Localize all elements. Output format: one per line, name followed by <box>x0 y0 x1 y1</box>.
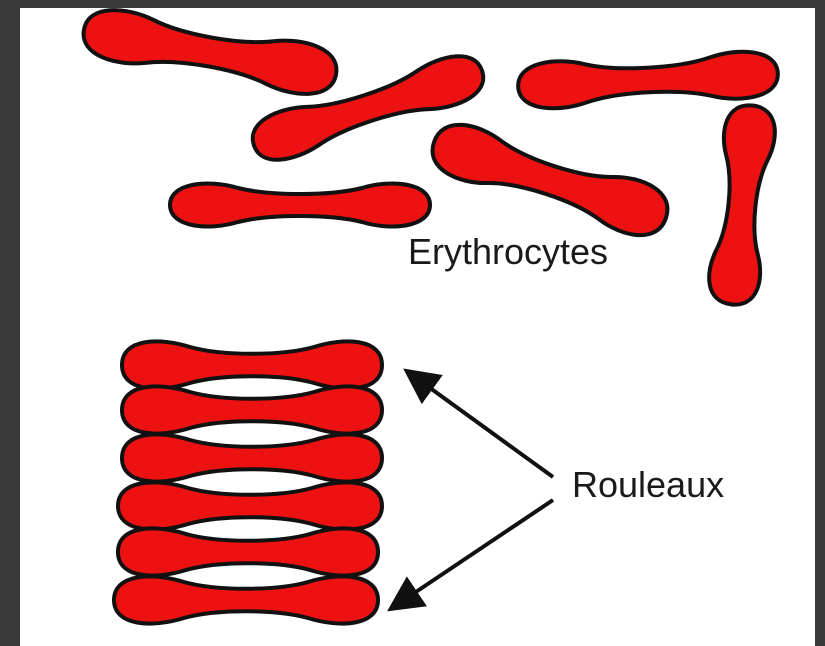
rouleaux-cell <box>114 576 378 623</box>
rouleaux-cell <box>122 434 382 481</box>
rouleaux-cell <box>118 528 378 575</box>
erythrocyte-cell <box>79 4 340 99</box>
rouleaux-cell <box>118 482 382 529</box>
rouleaux-stack <box>114 341 382 623</box>
rouleaux-cell <box>122 386 382 433</box>
rouleaux-cell <box>122 341 382 388</box>
erythrocytes-label: Erythrocytes <box>408 231 608 272</box>
erythrocyte-cell <box>426 117 675 244</box>
erythrocyte-cell <box>170 184 430 227</box>
erythrocyte-cell <box>517 50 779 110</box>
erythrocyte-cell <box>706 103 777 307</box>
arrow-to-rouleaux-bottom <box>392 500 553 608</box>
rouleaux-label: Rouleaux <box>572 464 724 505</box>
arrow-to-rouleaux-top <box>408 372 553 477</box>
